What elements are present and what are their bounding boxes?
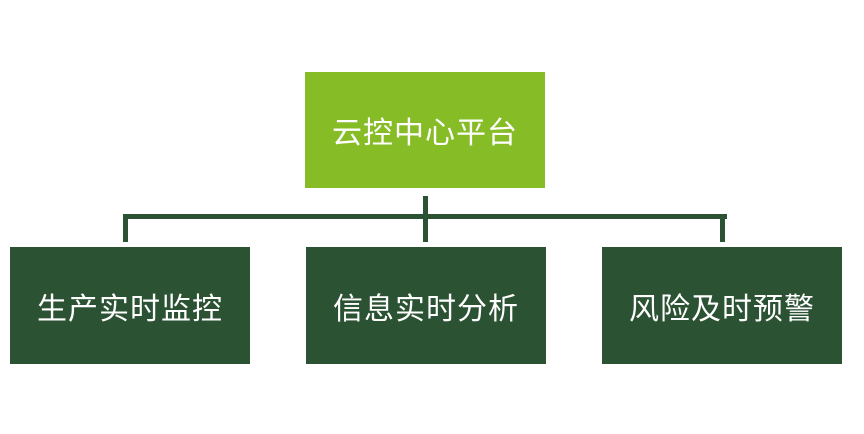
connector-root-stem	[423, 196, 428, 218]
connector-drop-right	[720, 214, 725, 242]
child-node-label: 生产实时监控	[37, 291, 223, 327]
root-node-cloud-control-center: 云控中心平台	[305, 72, 545, 188]
child-node-label: 信息实时分析	[333, 291, 519, 327]
child-node-label: 风险及时预警	[629, 291, 815, 327]
root-node-label: 云控中心平台	[332, 116, 518, 151]
child-node-risk-warning: 风险及时预警	[602, 247, 842, 364]
connector-drop-middle	[423, 214, 428, 242]
connector-drop-left	[123, 214, 128, 242]
child-node-information-analysis: 信息实时分析	[306, 247, 546, 364]
child-node-production-monitoring: 生产实时监控	[10, 247, 250, 364]
